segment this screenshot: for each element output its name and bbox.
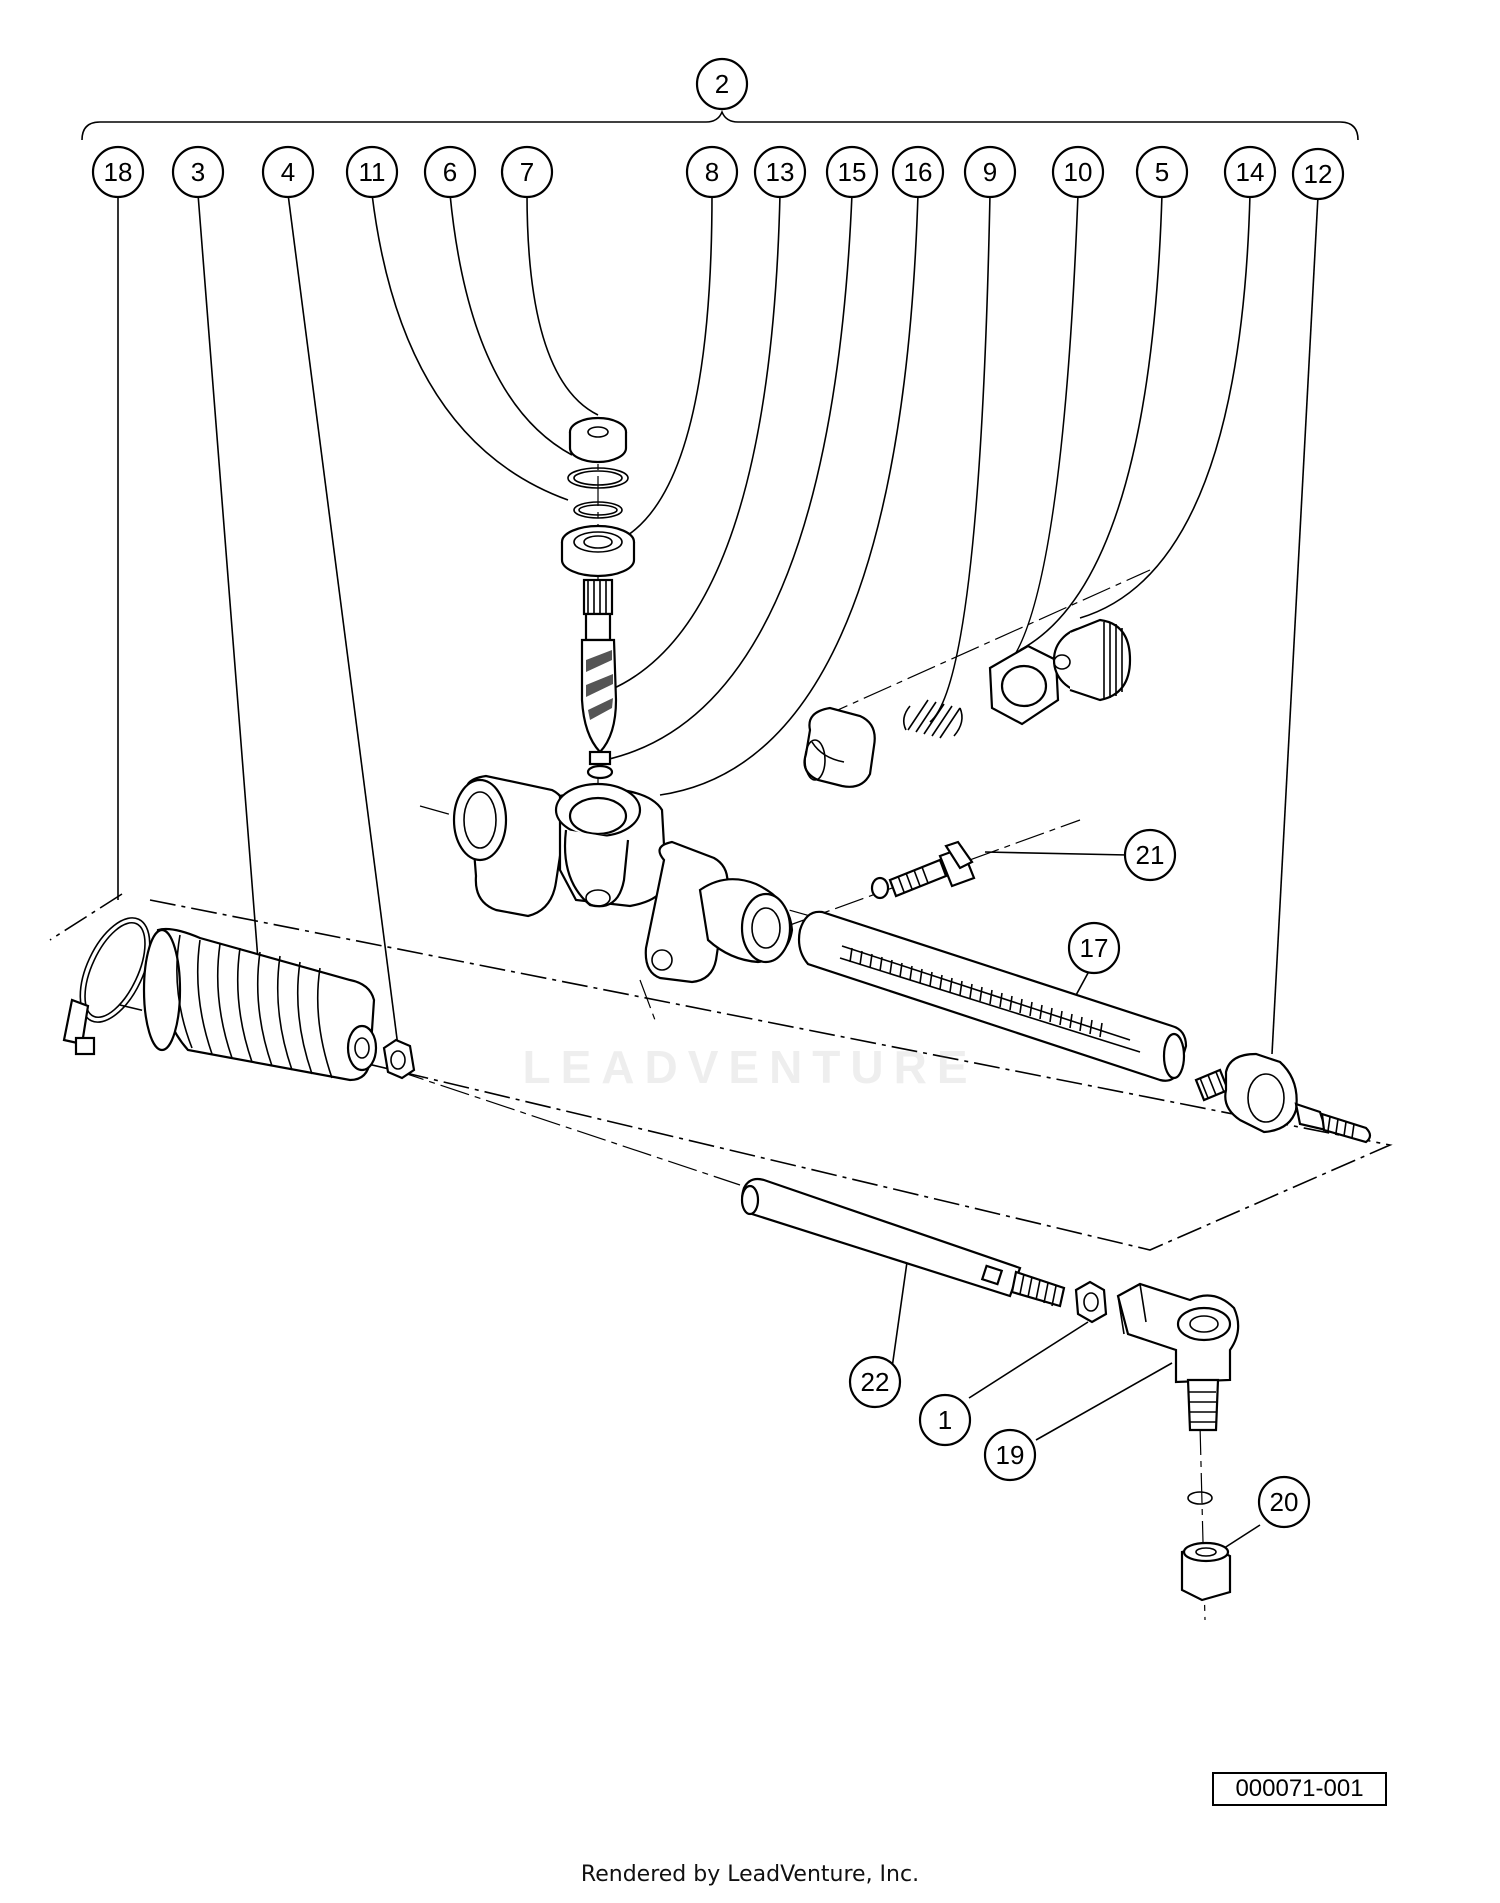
- spring-16: [902, 699, 963, 739]
- callout-11: 11: [345, 145, 399, 199]
- adjuster-stack: [803, 618, 1132, 788]
- svg-text:10: 10: [1064, 157, 1093, 187]
- callout-5: 5: [1135, 145, 1189, 199]
- callout-7: 7: [500, 145, 554, 199]
- svg-text:4: 4: [281, 157, 295, 187]
- svg-text:12: 12: [1304, 159, 1333, 189]
- callout-10: 10: [1051, 145, 1105, 199]
- callout-9: 9: [963, 145, 1017, 199]
- leader-lines: [117, 193, 1319, 1553]
- rack-housing-9: [452, 774, 794, 984]
- adjuster-plug-14: [1052, 618, 1132, 702]
- svg-text:8: 8: [705, 157, 719, 187]
- boot-3: [142, 927, 378, 1082]
- svg-text:3: 3: [191, 157, 205, 187]
- callout-16: 16: [891, 145, 945, 199]
- callout-15: 15: [825, 145, 879, 199]
- svg-text:2: 2: [715, 69, 729, 99]
- bolt-21: [870, 840, 976, 900]
- tie-rod-end-19: [1116, 1282, 1240, 1432]
- jam-nut-1: [1074, 1280, 1108, 1324]
- svg-text:11: 11: [359, 157, 386, 187]
- callout-14: 14: [1223, 145, 1277, 199]
- callout-19: 19: [983, 1428, 1037, 1482]
- callout-21: 21: [1123, 828, 1177, 882]
- callout-18: 18: [91, 145, 145, 199]
- drawing-number-box: 000071-001: [1212, 1772, 1387, 1806]
- jam-nut-4: [382, 1038, 416, 1080]
- svg-text:14: 14: [1236, 157, 1265, 187]
- svg-text:17: 17: [1080, 933, 1109, 963]
- svg-text:6: 6: [443, 157, 457, 187]
- svg-text:9: 9: [983, 157, 997, 187]
- svg-text:1: 1: [938, 1405, 952, 1435]
- callout-2: 2: [695, 57, 749, 111]
- svg-text:16: 16: [904, 157, 933, 187]
- rack-17: [797, 910, 1188, 1082]
- pinion-stack: [560, 416, 636, 578]
- callout-12: 12: [1291, 147, 1345, 201]
- callout-1: 1: [918, 1393, 972, 1447]
- callout-3: 3: [171, 145, 225, 199]
- assembly-bracket: [81, 109, 1359, 141]
- render-credit: Rendered by LeadVenture, Inc.: [580, 1862, 920, 1887]
- svg-text:18: 18: [104, 157, 133, 187]
- svg-text:13: 13: [766, 157, 795, 187]
- callout-4: 4: [261, 145, 315, 199]
- svg-text:19: 19: [996, 1440, 1025, 1470]
- callout-8: 8: [685, 145, 739, 199]
- callout-13: 13: [753, 145, 807, 199]
- tie-rod-tube-22: [740, 1177, 1066, 1308]
- svg-text:15: 15: [838, 157, 867, 187]
- svg-text:5: 5: [1155, 157, 1169, 187]
- watermark-text: LEADVENTURE: [522, 1041, 978, 1093]
- callout-20: 20: [1257, 1475, 1311, 1529]
- callout-22: 22: [848, 1355, 902, 1409]
- rack-yoke-15: [803, 706, 876, 788]
- svg-text:20: 20: [1270, 1487, 1299, 1517]
- clamp-18: [62, 917, 151, 1056]
- svg-text:21: 21: [1136, 840, 1165, 870]
- svg-text:22: 22: [861, 1367, 890, 1397]
- pinion-shaft-13: [580, 578, 618, 780]
- inner-tie-rod-12: [1194, 1052, 1372, 1144]
- callout-6: 6: [423, 145, 477, 199]
- nut-20: [1180, 1491, 1232, 1602]
- snap-ring-11: [573, 501, 623, 519]
- snap-ring-6: [567, 467, 629, 489]
- svg-text:7: 7: [520, 157, 534, 187]
- callout-17: 17: [1067, 921, 1121, 975]
- assembly-boundary: [49, 893, 1393, 1251]
